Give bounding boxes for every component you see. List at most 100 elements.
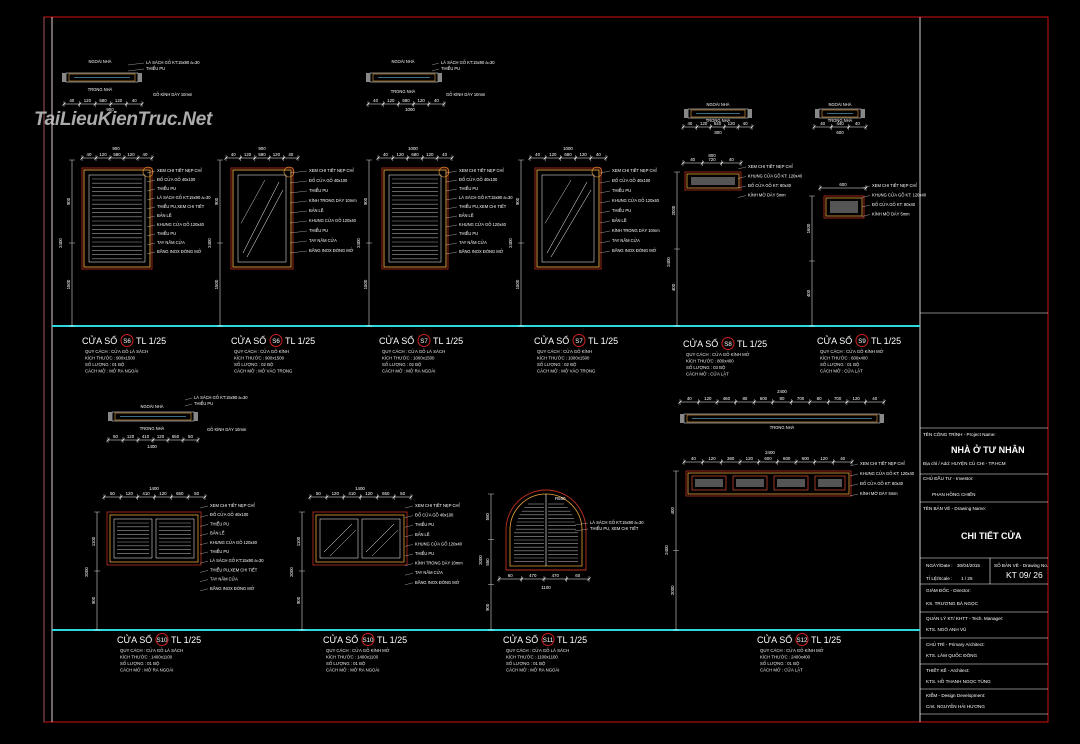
elev-s7-outer — [381, 167, 449, 270]
corner-detail — [591, 166, 603, 178]
leader-line — [146, 170, 156, 174]
dim-label: 580 — [113, 152, 121, 157]
plan-width: 1000 — [405, 107, 415, 112]
leader-line — [599, 180, 611, 184]
dim-label: 40 — [743, 121, 748, 126]
elev-note-s7: THIỂU PU — [459, 186, 478, 191]
glass-mark — [329, 529, 357, 557]
caption-s8-code: S8 — [724, 341, 732, 348]
height-total: 2400 — [508, 238, 513, 248]
caption-s6-scale: TL 1/25 — [136, 336, 166, 346]
dim-label: 50 — [113, 434, 118, 439]
dim-slash — [238, 156, 243, 160]
sheet-number: KT 09/ 26 — [1006, 570, 1043, 580]
dim-slash — [296, 156, 300, 160]
caption-s7-spec: CÁCH MỞ : MỞ RA NGOÀI — [382, 369, 435, 374]
leader-line — [599, 250, 611, 254]
dim-label: 40 — [143, 152, 148, 157]
dim-slash — [752, 400, 756, 404]
dim-slash — [719, 460, 724, 464]
caption-s10-spec: QUY CÁCH : CỬA GỖ LÁ SÁCH — [120, 648, 183, 653]
caption-s6b-spec: SỐ LƯỢNG : 02 BỘ — [234, 362, 274, 367]
leader-line — [146, 188, 156, 192]
dim-slash — [739, 161, 743, 165]
elev-note-s10: THIỂU PU — [210, 549, 229, 554]
elev-s12-pane — [691, 475, 727, 491]
caption-s7b-code: S7 — [575, 338, 583, 345]
dim-slash — [442, 102, 446, 106]
elev-s12-pane — [814, 475, 846, 491]
leader-line — [184, 397, 193, 401]
caption-s7b-spec: KÍCH THƯỚC : 1000x1500 — [537, 356, 590, 361]
plan-note-s7: LÁ SÁCH GỖ KT:15x90 a=30 — [441, 60, 495, 65]
sheet-label: SỐ BẢN VẼ - Drawing No. — [994, 563, 1049, 568]
leader-line — [404, 544, 414, 547]
dim-slash — [564, 577, 569, 581]
dim-slash — [850, 460, 854, 464]
caption-s7-spec: QUY CÁCH : CỬA GỖ LÁ SÁCH — [382, 349, 445, 354]
elev-note-s7b: KÍNH TRONG DÀY 10mm — [612, 228, 660, 233]
dim-slash — [224, 156, 228, 160]
date-label: NGÀY/Date : — [926, 563, 953, 568]
dim-slash — [864, 186, 868, 190]
dim-label: 40 — [87, 152, 92, 157]
plan-wall-left — [108, 412, 112, 421]
caption-s9-bubble — [855, 334, 869, 347]
dim-label: 120 — [115, 98, 123, 103]
dim-slash — [736, 125, 740, 129]
caption-s9-spec: CÁCH MỞ : CỬA LẬT — [820, 369, 863, 374]
dim-slash — [80, 156, 84, 160]
dim-slash — [738, 460, 742, 464]
leader-line — [445, 206, 458, 210]
caption-s7-code: S7 — [420, 338, 428, 345]
dim-label: 680 — [411, 152, 419, 157]
caption-s6b-spec: CÁCH MỞ : MỞ VÀO TRONG — [234, 369, 293, 374]
leader-line — [146, 197, 156, 201]
caption-s7b-bubble — [572, 334, 586, 347]
dim-label: 60 — [508, 573, 513, 578]
caption-s6-spec: QUY CÁCH : CỬA GỖ LÁ SÁCH — [85, 349, 148, 354]
leader-line — [404, 582, 414, 585]
leader-line — [431, 68, 440, 72]
dim-label: 40 — [383, 152, 388, 157]
elev-note-s7: THIỂU PU — [459, 231, 478, 236]
leader-line — [404, 515, 414, 518]
dim-slash — [106, 438, 110, 442]
dim-vlabel: 1500 — [363, 279, 368, 289]
dim-vlabel: 1500 — [515, 279, 520, 289]
elev-s7b-sash — [541, 174, 595, 263]
note-inside: TRONG NHÀ — [391, 89, 416, 94]
dim-label: 120 — [700, 121, 708, 126]
leader-line — [289, 210, 308, 214]
dim-slash — [151, 438, 155, 442]
dim-label: 120 — [426, 152, 434, 157]
dim-label: 40 — [690, 157, 695, 162]
dim-slash — [681, 161, 685, 165]
dim-slash — [411, 102, 416, 106]
dim-label: 120 — [708, 456, 716, 461]
plan-note-glass: GỖ KÍNH DÀY 10mm — [153, 92, 193, 97]
dim-slash — [77, 102, 82, 106]
owner-name: PHAN HỒNG CHIẾN — [932, 492, 976, 497]
elev-note-s7b: BẢN LỀ — [612, 218, 627, 223]
note-inside: TRONG NHÀ — [140, 426, 165, 431]
elev-s12-glass — [818, 479, 842, 487]
elev-note-s7b: ĐỐ CỬA GỖ 40x100 — [612, 178, 651, 183]
dim-vlabel: 2000 — [670, 585, 675, 595]
leader-line — [289, 240, 308, 244]
dim-vlabel: 900 — [515, 197, 520, 205]
leader-line — [404, 553, 414, 557]
elev-note-s6b: KHUNG CỬA GỖ 120x40 — [309, 218, 357, 223]
leader-line — [445, 251, 458, 255]
leader-line — [199, 588, 209, 591]
dim-slash — [542, 577, 546, 581]
elev-note-s6b: THIỂU PU — [309, 228, 328, 233]
leader-line — [445, 188, 458, 192]
caption-s10-spec: SỐ LƯỢNG : 01 BỘ — [120, 661, 160, 666]
dim-slash — [392, 495, 396, 499]
elev-s10-frame — [109, 514, 199, 563]
elev-s10b-leaf-r — [361, 518, 401, 559]
dim-slash — [528, 156, 532, 160]
dim-label: 120 — [157, 434, 165, 439]
plan-frame — [686, 414, 878, 423]
